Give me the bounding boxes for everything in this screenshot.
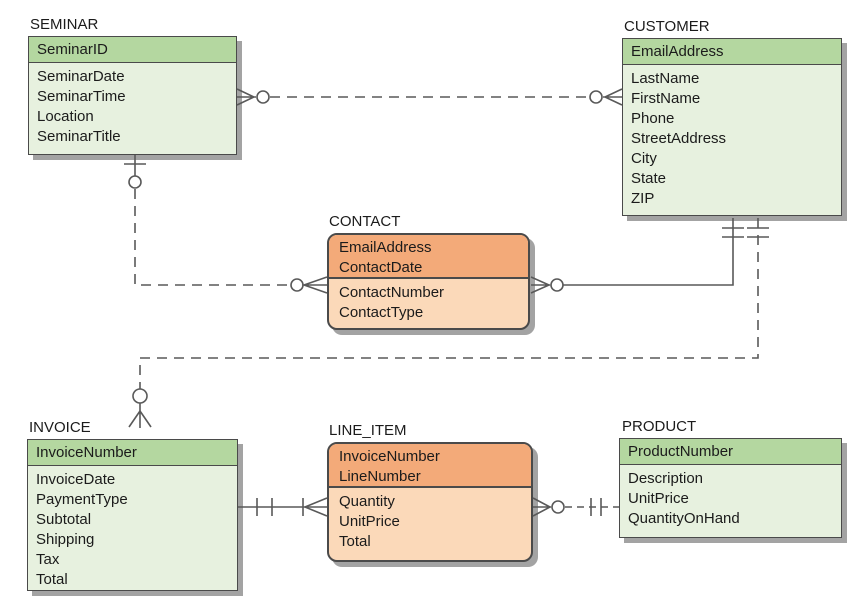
entity-seminar-key-section: SeminarID <box>29 37 236 63</box>
attribute-pk: InvoiceNumber <box>36 444 137 461</box>
connector-seminar-customer <box>236 88 623 106</box>
attribute: State <box>631 170 667 187</box>
entity-invoice-key-section: InvoiceNumber <box>28 440 237 466</box>
attribute: ContactType <box>339 304 424 321</box>
entity-customer-attr-section: LastName FirstName Phone StreetAddress C… <box>623 65 841 209</box>
entity-invoice-attr-section: InvoiceDate PaymentType Subtotal Shippin… <box>28 466 237 590</box>
entity-line-item-attr-section: Quantity UnitPrice Total <box>329 488 531 552</box>
attribute: SeminarTime <box>37 88 126 105</box>
entity-line-item: InvoiceNumber LineNumber Quantity UnitPr… <box>327 442 533 562</box>
attribute: UnitPrice <box>339 513 400 530</box>
attribute: ZIP <box>631 190 655 207</box>
attribute: UnitPrice <box>628 490 689 507</box>
entity-invoice: InvoiceNumber InvoiceDate PaymentType Su… <box>27 439 238 591</box>
connector-invoice-line-item <box>238 497 328 517</box>
entity-contact: EmailAddress ContactDate ContactNumber C… <box>327 233 530 330</box>
entity-contact-key-section: EmailAddress ContactDate <box>329 235 528 279</box>
connector-seminar-contact <box>124 155 328 294</box>
connector-line-item-product <box>532 497 619 517</box>
attribute: Shipping <box>36 531 95 548</box>
attribute: Phone <box>631 110 675 127</box>
attribute: Tax <box>36 551 60 568</box>
entity-seminar: SeminarID SeminarDate SeminarTime Locati… <box>28 36 237 155</box>
entity-customer: EmailAddress LastName FirstName Phone St… <box>622 38 842 216</box>
entity-title-seminar: SEMINAR <box>30 16 99 33</box>
entity-product-key-section: ProductNumber <box>620 439 841 465</box>
entity-title-product: PRODUCT <box>622 418 697 435</box>
entity-contact-attr-section: ContactNumber ContactType <box>329 279 528 323</box>
entity-product-attr-section: Description UnitPrice QuantityOnHand <box>620 465 841 529</box>
attribute: Subtotal <box>36 511 92 528</box>
attribute: Location <box>37 108 94 125</box>
entity-customer-key-section: EmailAddress <box>623 39 841 65</box>
attribute-pk: InvoiceNumber <box>339 448 440 465</box>
attribute: Quantity <box>339 493 395 510</box>
attribute-pk: EmailAddress <box>339 239 432 256</box>
attribute-pk: ProductNumber <box>628 443 734 460</box>
attribute: FirstName <box>631 90 701 107</box>
entity-title-customer: CUSTOMER <box>624 18 710 35</box>
attribute-pk: EmailAddress <box>631 43 724 60</box>
attribute: QuantityOnHand <box>628 510 740 527</box>
entity-title-invoice: INVOICE <box>29 419 91 436</box>
attribute: City <box>631 150 657 167</box>
attribute: Description <box>628 470 704 487</box>
entity-title-line-item: LINE_ITEM <box>329 422 407 439</box>
entity-title-contact: CONTACT <box>329 213 401 230</box>
entity-line-item-key-section: InvoiceNumber LineNumber <box>329 444 531 488</box>
attribute: StreetAddress <box>631 130 727 147</box>
attribute-pk: SeminarID <box>37 41 108 58</box>
attribute: PaymentType <box>36 491 128 508</box>
entity-seminar-attr-section: SeminarDate SeminarTime Location Seminar… <box>29 63 236 147</box>
attribute: SeminarTitle <box>37 128 121 145</box>
entity-product: ProductNumber Description UnitPrice Quan… <box>619 438 842 538</box>
attribute: Total <box>36 571 68 588</box>
attribute: InvoiceDate <box>36 471 116 488</box>
attribute-pk: ContactDate <box>339 259 423 276</box>
attribute: Total <box>339 533 371 550</box>
connector-customer-contact <box>530 218 744 294</box>
attribute: ContactNumber <box>339 284 445 301</box>
attribute: SeminarDate <box>37 68 125 85</box>
attribute-pk: LineNumber <box>339 468 421 485</box>
attribute: LastName <box>631 70 700 87</box>
